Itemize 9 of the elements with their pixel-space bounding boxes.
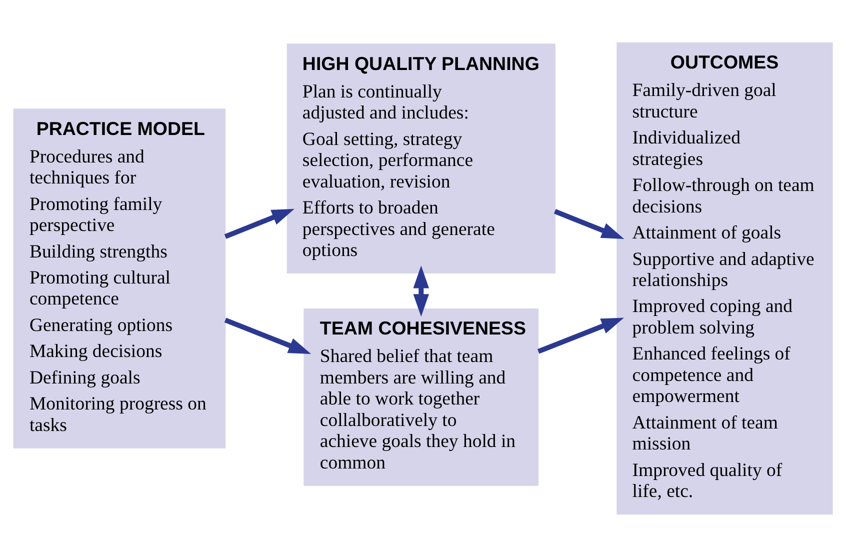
arrow xyxy=(554,209,624,239)
arrow xyxy=(224,208,294,239)
arrow xyxy=(537,318,624,354)
node-box: OUTCOMES Family-driven goal structure Individualized strategies Follow-through on team decisions Attainment of goals Supportive and adaptive relationships Improved coping and problem solving Enhanced feelings of competence and empowerment Attainment of team mission Improved quality of life, etc. xyxy=(616,42,833,515)
arrow xyxy=(413,266,430,317)
node-box: TEAM COHESIVENESS Shared belief that team members are willing and able to work together collalboratively to achieve goals they hold in common xyxy=(304,308,539,486)
arrow xyxy=(224,318,312,354)
node-box: HIGH QUALITY PLANNING Plan is continually adjusted and includes: Goal setting, strategy selection, performance evaluation, revision Efforts to broaden perspectives and generate options xyxy=(286,44,556,274)
node-box: PRACTICE MODEL Procedures and techniques for Promoting family perspective Building strengths Promoting cultural competence Generating options Making decisions Defining goals Monitoring progress on tasks xyxy=(13,108,226,448)
